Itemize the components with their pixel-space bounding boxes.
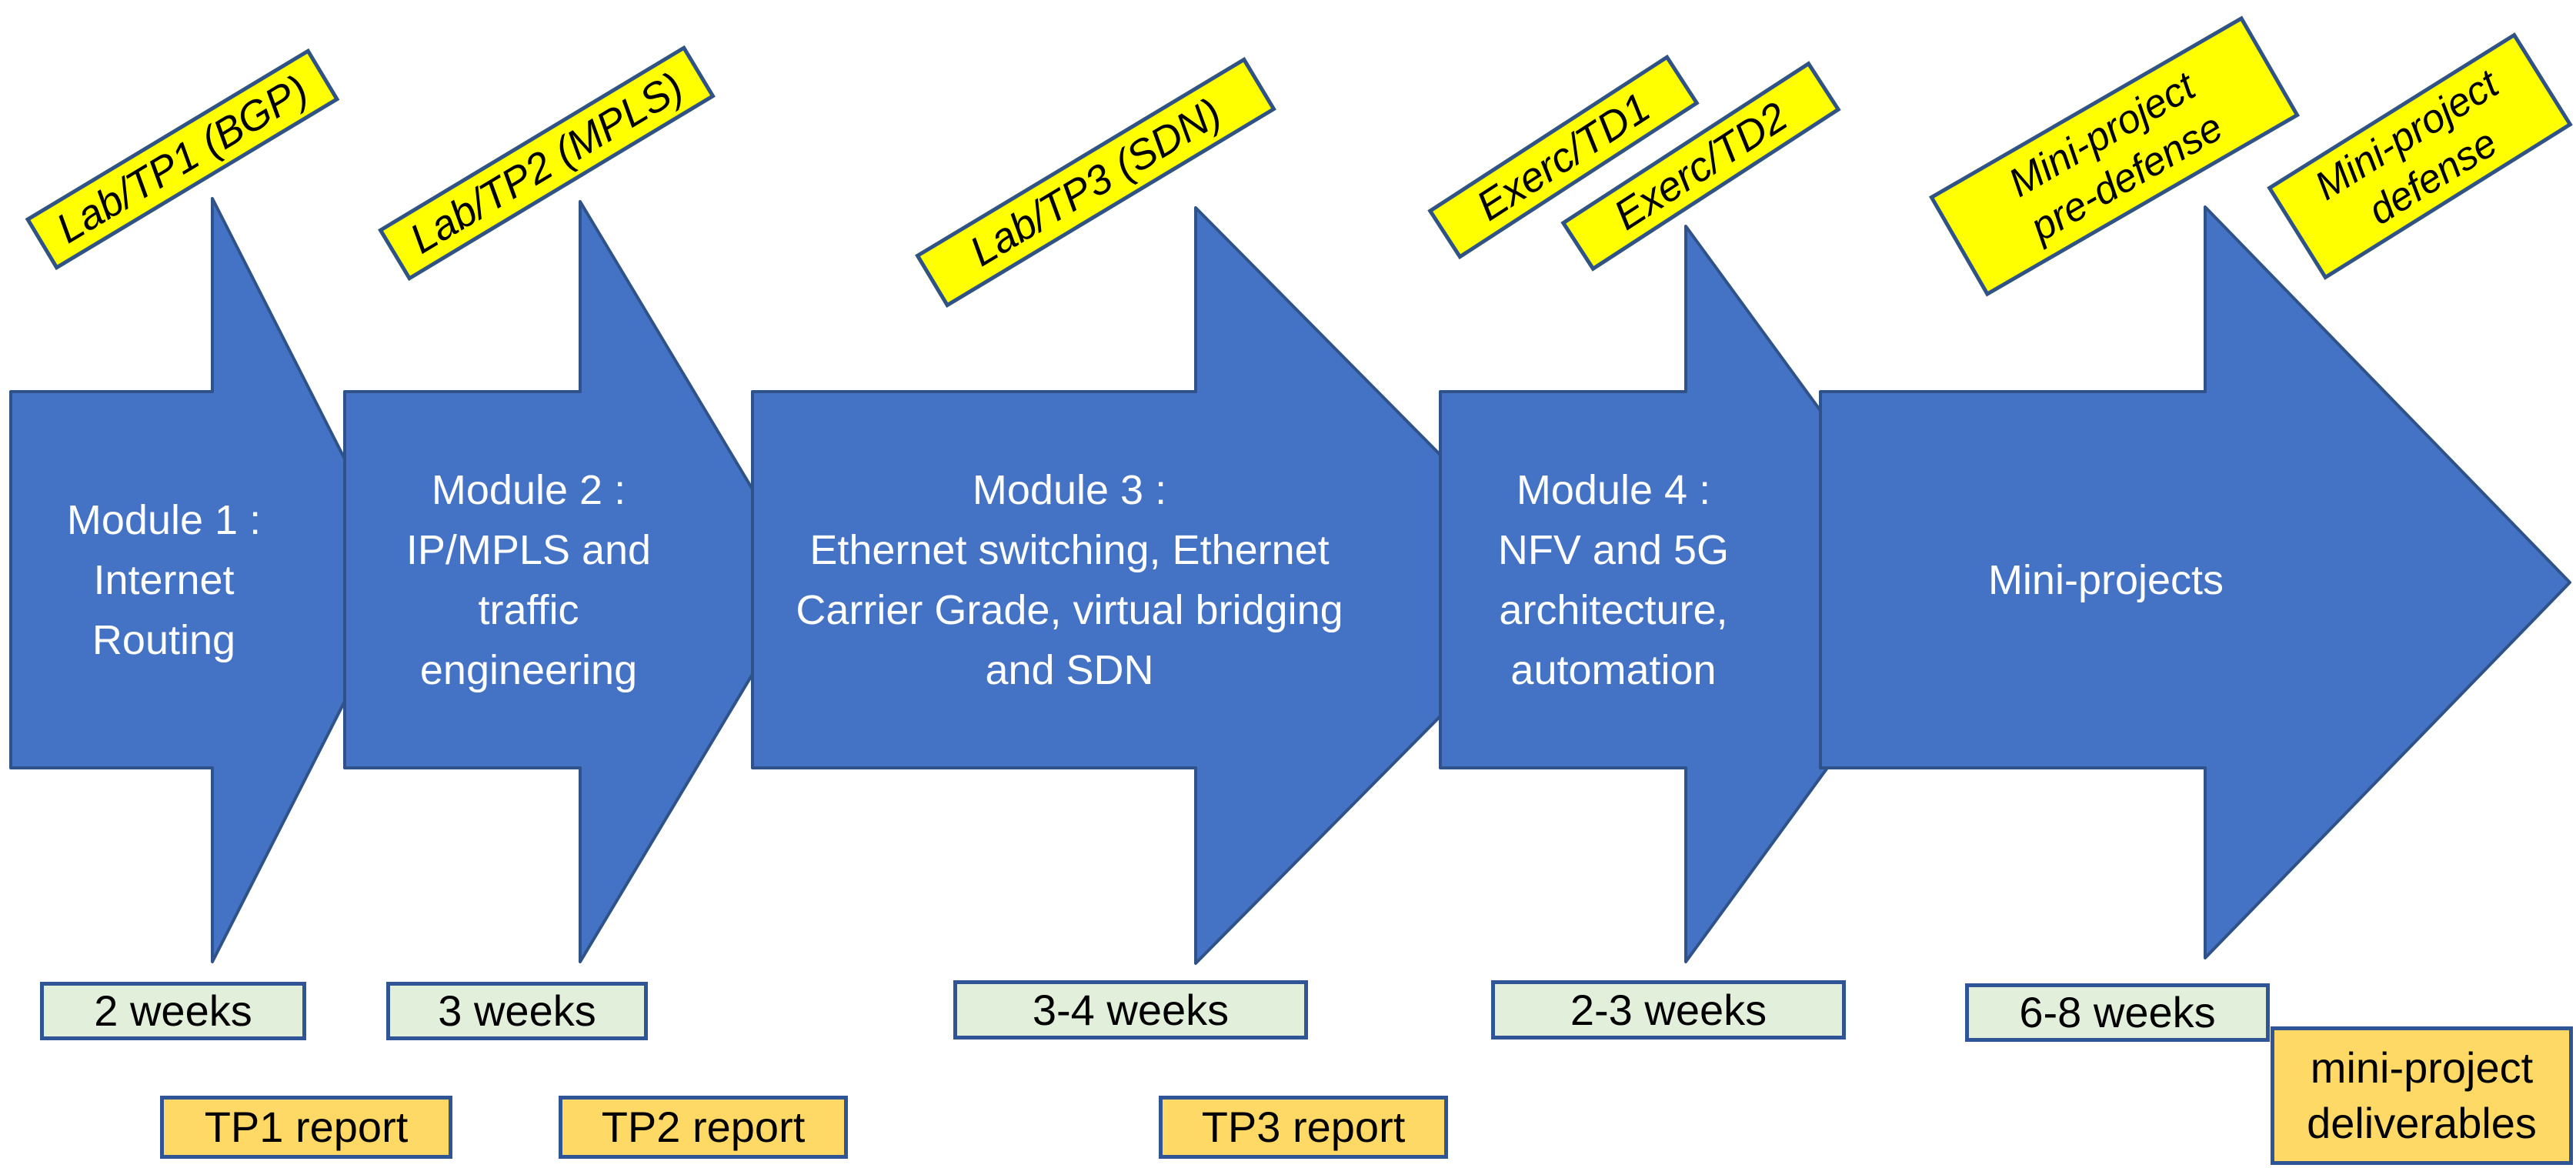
label-module-2-line-3: traffic: [478, 586, 579, 633]
label-module-1-line-2: Internet: [93, 556, 235, 603]
label-module-1-line-1: Module 1 :: [66, 496, 262, 543]
report-box-tp2-report: TP2 report: [559, 1096, 848, 1159]
label-module-3-line-2: Ethernet switching, Ethernet: [809, 526, 1330, 573]
report-box-mini-project-deliverables-line-1: mini-project: [2310, 1043, 2534, 1092]
label-module-4: Module 4 : NFV and 5G architecture, automat…: [1440, 392, 1787, 768]
report-box-tp2-report-line-1: TP2 report: [601, 1103, 806, 1151]
label-module-1-line-3: Routing: [92, 616, 236, 663]
duration-box-weeks-module-5: 6-8 weeks: [1965, 983, 2270, 1042]
label-module-2-line-2: IP/MPLS and: [405, 526, 652, 573]
report-box-mini-project-deliverables-line-2: deliverables: [2307, 1099, 2537, 1147]
label-module-4-line-4: automation: [1510, 646, 1717, 693]
label-module-3-line-4: and SDN: [985, 646, 1154, 693]
report-box-tp3-report: TP3 report: [1159, 1096, 1448, 1159]
arrow-shape-module-5: [1819, 205, 2571, 959]
arrow-shape-module-2: [343, 200, 809, 963]
duration-box-weeks-module-1: 2 weeks: [40, 982, 306, 1040]
arrow-shape-module-3: [751, 206, 1571, 965]
report-box-tp1-report: TP1 report: [160, 1096, 452, 1159]
label-module-2-line-4: engineering: [419, 646, 638, 693]
label-module-5-line-1: Mini-projects: [1987, 556, 2224, 603]
label-module-4-line-1: Module 4 :: [1516, 466, 1711, 513]
duration-box-weeks-module-3-text: 3-4 weeks: [1032, 985, 1230, 1034]
arrow-shape-module-4: [1439, 225, 1956, 963]
duration-box-weeks-module-2: 3 weeks: [386, 982, 648, 1040]
label-module-2-line-1: Module 2 :: [431, 466, 626, 513]
label-module-3-line-3: Carrier Grade, virtual bridging: [796, 586, 1343, 633]
label-module-4-line-3: architecture,: [1499, 586, 1728, 633]
label-module-4-line-2: NFV and 5G: [1497, 526, 1730, 573]
label-module-5: Mini-projects: [1820, 392, 2391, 768]
duration-box-weeks-module-3: 3-4 weeks: [953, 980, 1308, 1040]
duration-box-weeks-module-5-text: 6-8 weeks: [2019, 988, 2216, 1036]
duration-box-weeks-module-4: 2-3 weeks: [1491, 980, 1846, 1040]
duration-box-weeks-module-4-text: 2-3 weeks: [1570, 985, 1767, 1034]
report-box-tp1-report-line-1: TP1 report: [204, 1103, 409, 1151]
duration-box-weeks-module-2-text: 3 weeks: [438, 986, 596, 1035]
arrow-shape-module-1: [9, 197, 408, 963]
report-box-mini-project-deliverables: mini-project deliverables: [2271, 1026, 2573, 1165]
duration-box-weeks-module-1-text: 2 weeks: [94, 986, 252, 1035]
report-box-tp3-report-line-1: TP3 report: [1201, 1103, 1406, 1151]
label-module-2: Module 2 : IP/MPLS and traffic engineering: [345, 392, 712, 768]
label-module-3-line-1: Module 3 :: [972, 466, 1167, 513]
